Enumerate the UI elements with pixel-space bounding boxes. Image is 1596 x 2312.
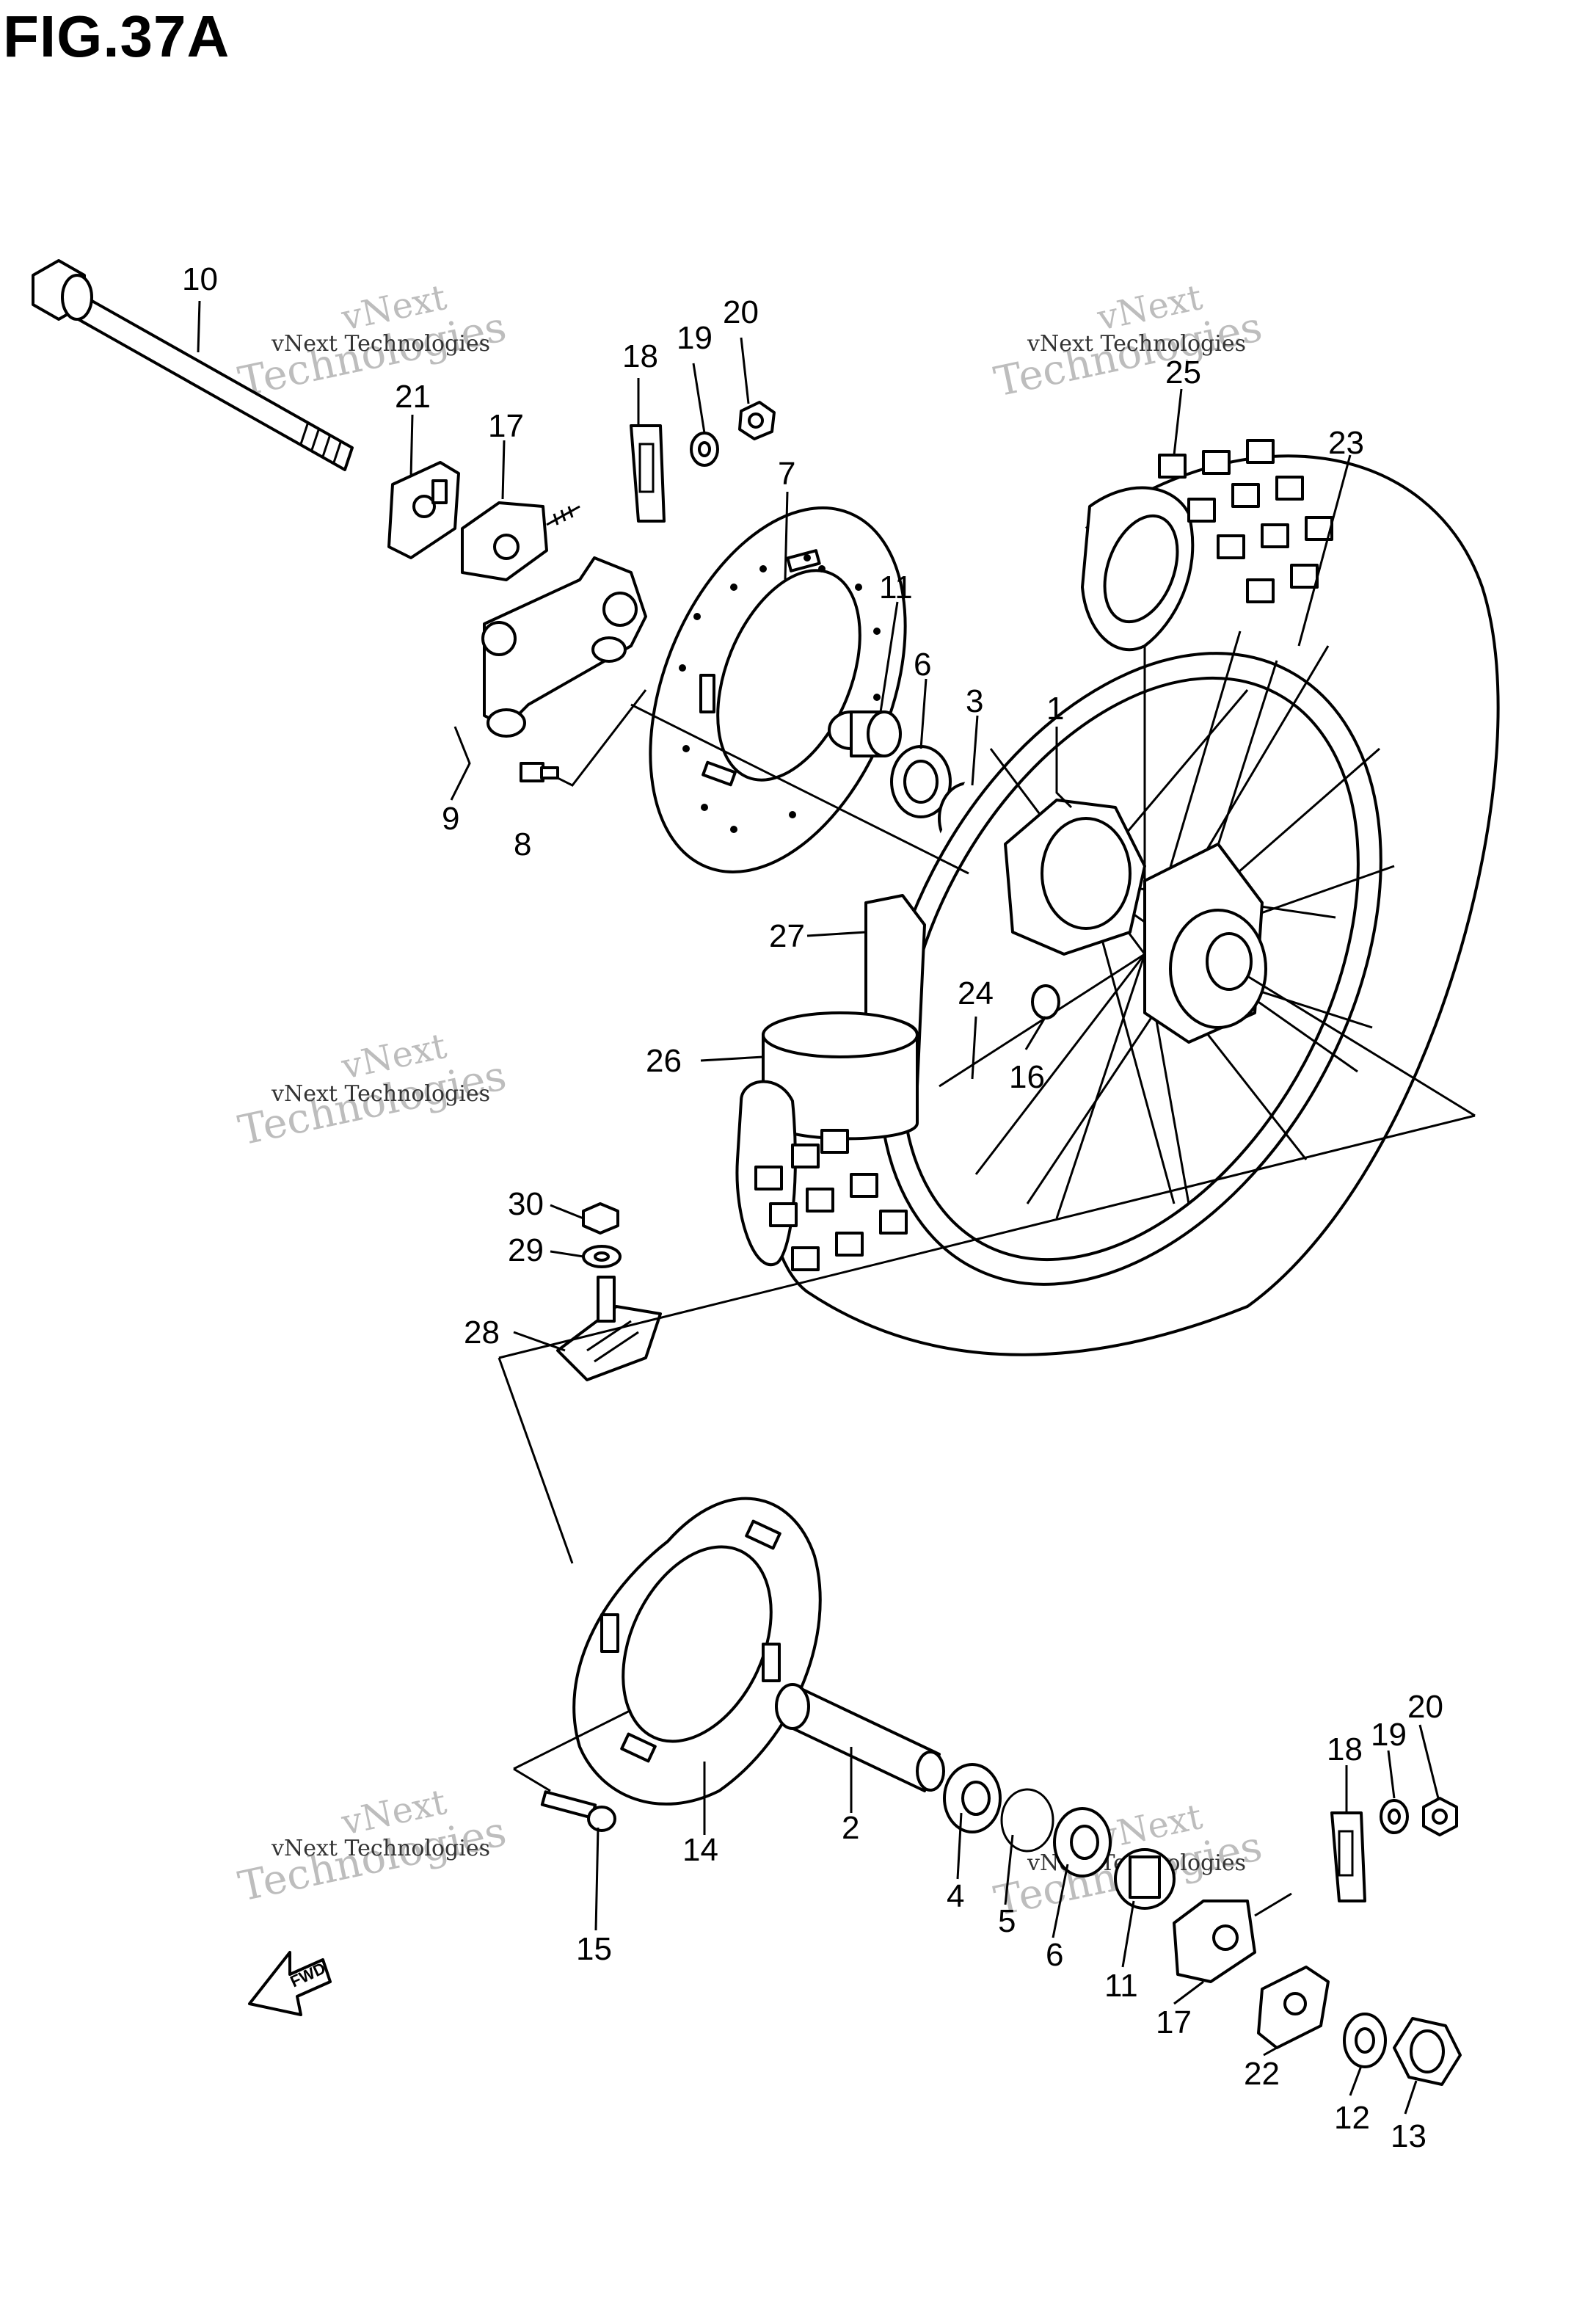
callout-8: 8 (514, 826, 531, 862)
callout-22: 22 (1244, 2056, 1280, 2092)
callout-19-bottom: 19 (1371, 1717, 1407, 1753)
callout-12: 12 (1334, 2100, 1370, 2136)
callout-16: 16 (1009, 1059, 1045, 1095)
inner-tube (762, 1011, 919, 1141)
figure-title: FIG.37A (3, 4, 230, 69)
watermark-top-right: vNext Technologies vNext Technologies (990, 277, 1266, 407)
callout-3: 3 (966, 683, 983, 719)
washer-19-bottom (1380, 1799, 1409, 1834)
callout-11-bottom: 11 (1104, 1968, 1138, 2004)
chain-puller-block-bottom (1330, 1811, 1366, 1902)
svg-text:vNext Technologies: vNext Technologies (271, 1836, 490, 1861)
axle-plate-left (387, 461, 460, 559)
callout-28: 28 (464, 1315, 500, 1351)
svg-text:vNext Technologies: vNext Technologies (271, 331, 490, 357)
callout-5: 5 (998, 1903, 1016, 1939)
callout-20-top: 20 (723, 294, 759, 330)
rim-lock (556, 1276, 662, 1381)
watermark-top-left: vNext Technologies vNext Technologies (234, 277, 510, 407)
callout-14: 14 (682, 1832, 718, 1868)
watermark-mid-left: vNext Technologies vNext Technologies (234, 1025, 510, 1155)
callout-10: 10 (182, 261, 218, 297)
callout-21: 21 (395, 379, 431, 415)
brake-caliper-bracket (481, 556, 647, 738)
rim-outer (878, 652, 1382, 1286)
washer-29 (582, 1245, 622, 1268)
nut-20-top (738, 401, 776, 440)
rear-sprocket (572, 1497, 822, 1806)
sprocket-bolt-15 (540, 1790, 616, 1832)
nipple-16 (1031, 984, 1060, 1019)
chain-puller-block-top (630, 424, 666, 523)
collar-11-bottom (1114, 1848, 1176, 1910)
hub-spacer (775, 1683, 945, 1792)
axle-plate-right (1257, 1966, 1330, 2049)
callout-7: 7 (778, 456, 795, 492)
washer-12 (1343, 2013, 1387, 2068)
callout-27: 27 (769, 918, 805, 954)
nut-20-bottom (1422, 1797, 1458, 1836)
callout-18-top: 18 (622, 338, 658, 374)
callout-labels: 10 21 17 18 19 20 7 11 6 3 1 25 23 9 8 2… (182, 261, 1443, 2154)
axle-nut-13 (1393, 2017, 1462, 2086)
svg-text:vNext Technologies: vNext Technologies (1027, 331, 1246, 357)
callout-2: 2 (842, 1810, 859, 1846)
callout-23: 23 (1328, 425, 1364, 461)
nut-30 (582, 1202, 619, 1235)
axle-shaft (32, 259, 354, 471)
callout-18-bottom: 18 (1327, 1731, 1363, 1767)
callout-1: 1 (1046, 691, 1064, 727)
leader-lines (197, 300, 1476, 2115)
chain-adjuster-left (461, 501, 580, 581)
callout-25: 25 (1165, 355, 1201, 390)
callout-17-top: 17 (488, 408, 524, 444)
watermark-bottom-left: vNext Technologies vNext Technologies (234, 1781, 510, 1911)
callout-20-bottom: 20 (1407, 1689, 1443, 1725)
callout-11-top: 11 (879, 570, 913, 606)
callout-6-bottom: 6 (1046, 1937, 1063, 1973)
bearing-6-bottom (1053, 1807, 1112, 1877)
callout-15: 15 (576, 1931, 612, 1967)
callout-24: 24 (958, 975, 994, 1011)
collar-11-top (828, 710, 902, 757)
callout-9: 9 (442, 801, 459, 837)
callout-26: 26 (646, 1043, 682, 1079)
bolt-8 (520, 762, 559, 782)
callout-6-top: 6 (914, 647, 931, 683)
callout-29: 29 (508, 1232, 544, 1268)
tire-tread-top (1081, 439, 1333, 652)
fwd-arrow-icon: FWD (248, 1951, 332, 2016)
svg-text:vNext Technologies: vNext Technologies (271, 1081, 490, 1107)
rear-hub (1004, 799, 1267, 1044)
callout-30: 30 (508, 1186, 544, 1222)
callout-19-top: 19 (677, 320, 713, 356)
circlip-5 (1000, 1788, 1054, 1853)
tire-tread-bottom (735, 1080, 908, 1271)
washer-19-top (690, 432, 719, 467)
bearing-4 (943, 1763, 1002, 1833)
callout-4: 4 (947, 1878, 964, 1914)
callout-17-bottom: 17 (1156, 2004, 1192, 2040)
bearing-6-top (890, 745, 952, 818)
callout-13: 13 (1391, 2118, 1426, 2154)
chain-adjuster-right (1173, 1892, 1292, 1983)
brake-disc (649, 506, 907, 873)
